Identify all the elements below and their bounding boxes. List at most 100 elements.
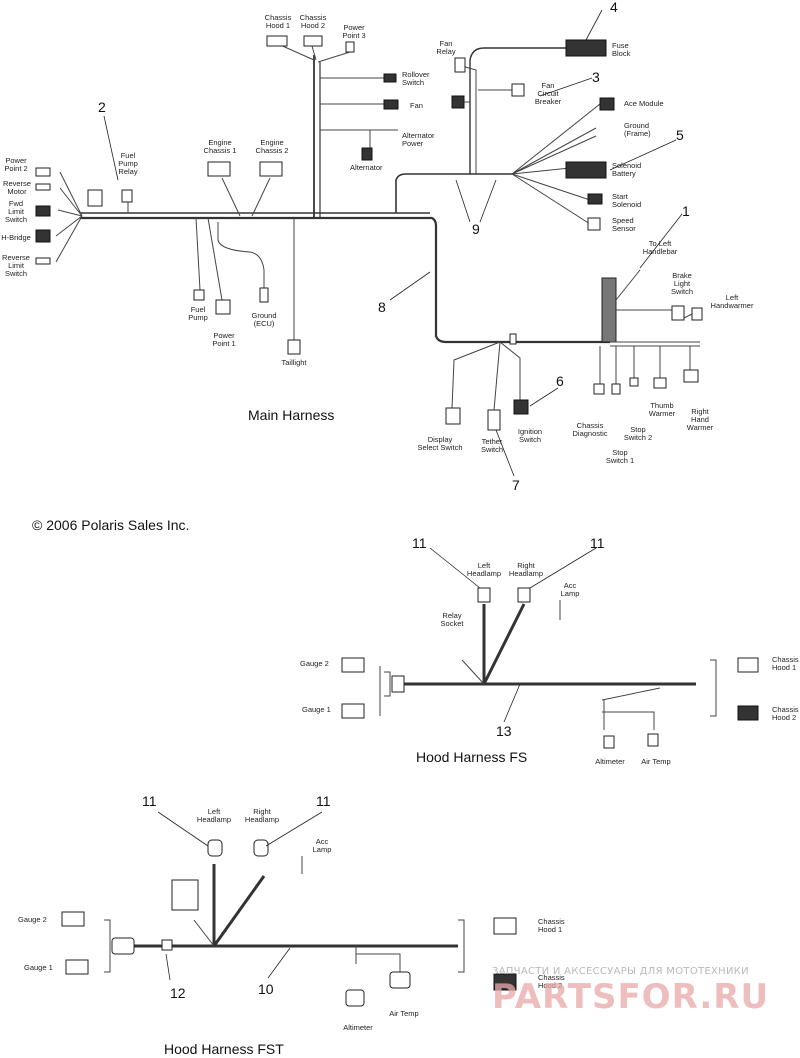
ignition-connector	[513, 399, 529, 415]
leader-3	[539, 77, 593, 97]
ground-ecu-connector	[259, 287, 269, 303]
ace-module-wire	[511, 103, 601, 175]
fs-label-gauge-1: Gauge 1	[302, 705, 331, 714]
stop-switch-2-connector	[629, 377, 639, 387]
fst-gauge-plug	[111, 937, 135, 955]
callout-8: 8	[378, 299, 386, 315]
fst-inline-connector	[161, 939, 173, 951]
fuel-pump-wire	[195, 217, 201, 291]
main-harness-title: Main Harness	[248, 407, 334, 423]
copyright-text: © 2006 Polaris Sales Inc.	[32, 517, 189, 533]
branch-chassis-hood-1	[277, 43, 315, 61]
start-solenoid-connector	[587, 193, 603, 205]
label-taillight: Taillight	[281, 358, 307, 367]
fwd-limit-connector	[35, 205, 51, 217]
fst-label-altimeter: Altimeter	[343, 1023, 373, 1032]
right-hand-warmer-connector	[683, 369, 699, 383]
fst-gauge-1-connector	[65, 959, 89, 975]
fst-right-headlamp-connector	[253, 839, 269, 857]
callout-6: 6	[556, 373, 564, 389]
leader-1	[639, 213, 683, 269]
alternator-connector	[361, 147, 373, 161]
fuse-block-wire	[469, 47, 572, 174]
fs-label-gauge-2: Gauge 2	[300, 659, 329, 668]
leader-8	[389, 271, 431, 301]
handlebar-drops	[599, 346, 691, 384]
leader-9	[455, 179, 497, 223]
left-branches	[55, 171, 83, 263]
fan-relay-connector	[454, 57, 466, 73]
callout-7: 7	[512, 477, 520, 493]
fs-altimeter-connector	[603, 735, 615, 749]
callout-1: 1	[682, 203, 690, 219]
power-point-3-connector	[345, 41, 355, 53]
breaker-left-connector	[451, 95, 465, 109]
branch-chassis-hood-2	[311, 45, 317, 61]
fs-label-altimeter: Altimeter	[595, 757, 625, 766]
callout-3: 3	[592, 69, 600, 85]
leader-7	[495, 429, 515, 477]
upper-right-wire	[395, 173, 512, 213]
fst-gauge-2-connector	[61, 911, 85, 927]
ground-frame-wire-1	[511, 127, 597, 175]
fst-branch-wires	[193, 919, 401, 972]
speed-sensor-connector	[587, 217, 601, 231]
inline-connector	[509, 333, 517, 345]
watermark-tagline: ЗАПЧАСТИ И АКСЕССУАРЫ ДЛЯ МОТОТЕХНИКИ	[492, 966, 749, 977]
fs-leaders	[429, 547, 597, 723]
h-bridge-connector	[35, 229, 51, 243]
ignition-wire	[499, 341, 521, 400]
fan-relay-wire	[461, 65, 477, 174]
tether-connector	[487, 409, 501, 431]
chassis-hood-1-connector	[266, 35, 288, 47]
fs-air-temp-connector	[647, 733, 659, 747]
fst-brackets	[104, 919, 465, 973]
fs-label-air-temp: Air Temp	[641, 757, 670, 766]
fs-gauge-plug	[391, 675, 405, 693]
fst-relay-socket	[171, 879, 199, 911]
power-point-2-connector	[35, 167, 51, 177]
branch-power-point-3	[317, 51, 351, 63]
solenoid-connector	[565, 161, 607, 179]
chassis-hood-2-connector	[303, 35, 323, 47]
ground-frame-wire-2	[511, 135, 597, 175]
main-trunk-wire	[80, 216, 610, 344]
brake-light-connector	[671, 305, 685, 321]
fst-chassis-hood-2-connector	[493, 973, 517, 991]
fst-label-gauge-1: Gauge 1	[24, 963, 53, 972]
callout-4: 4	[610, 0, 618, 15]
fs-brackets	[379, 659, 717, 717]
fst-left-headlamp-connector	[207, 839, 223, 857]
fst-air-temp-connector	[389, 971, 411, 989]
leader-6	[529, 387, 559, 407]
leader-4	[585, 9, 603, 41]
rollover-connector	[383, 73, 397, 83]
fs-callout-11-right: 11	[590, 535, 605, 551]
